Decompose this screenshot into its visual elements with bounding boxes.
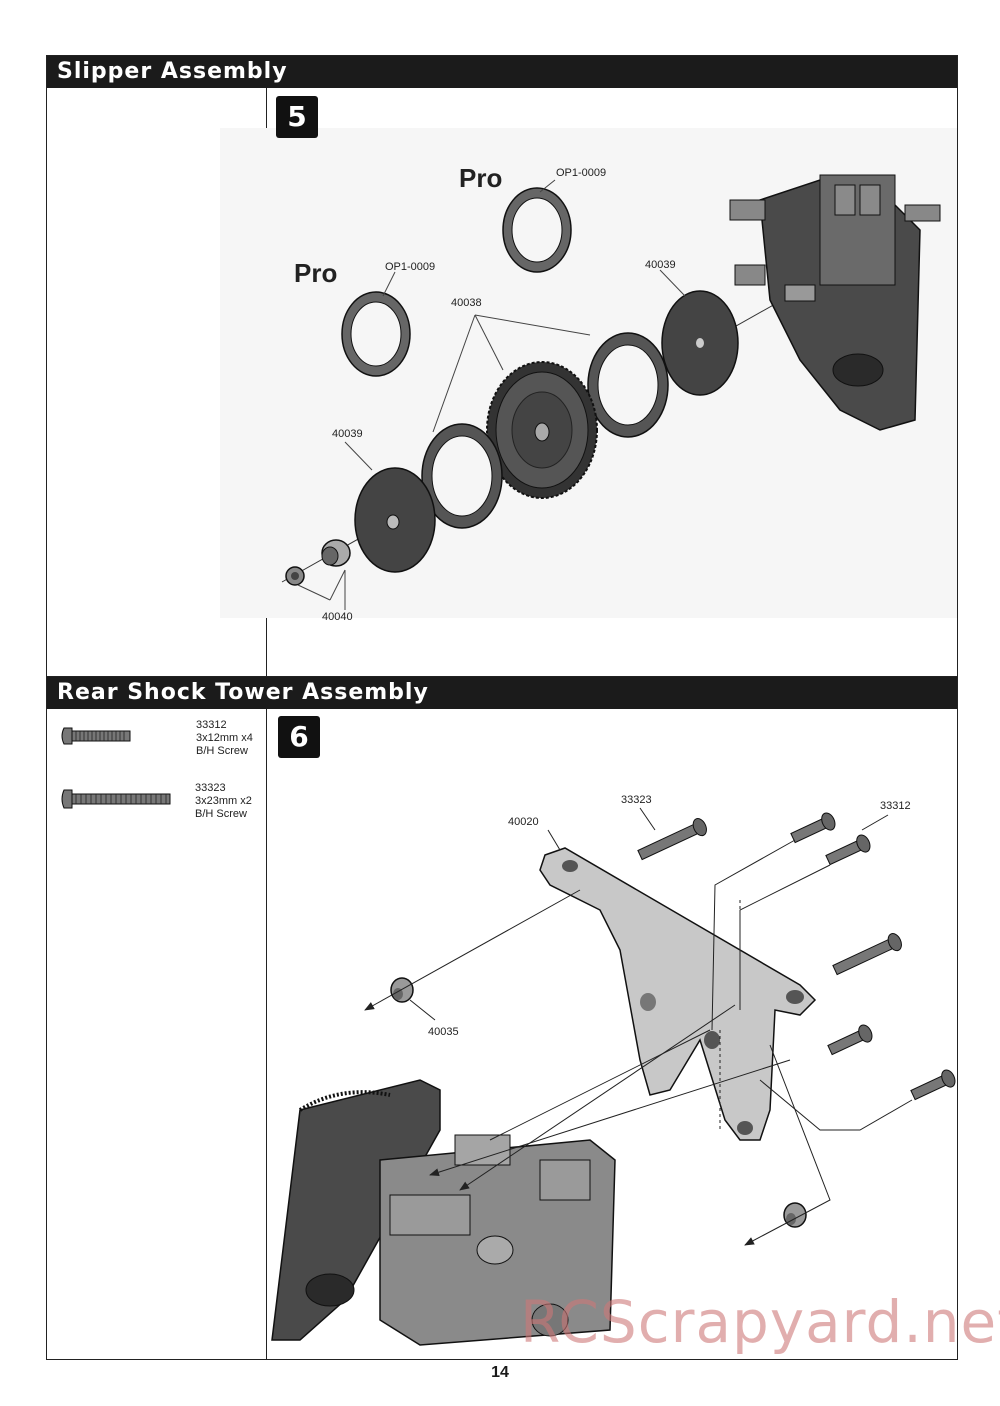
screw-33312-b (825, 834, 871, 866)
part-label: 40040 (322, 611, 353, 623)
pro-option-plate-left (341, 291, 411, 377)
slipper-assembly-panel: Slipper Assembly (46, 55, 958, 677)
part-code: 33323 (195, 782, 226, 794)
section-title: Rear Shock Tower Assembly (47, 677, 957, 709)
screw-23mm-icon (61, 789, 171, 809)
page-number: 14 (491, 1364, 509, 1381)
pro-option-plate-top (502, 187, 572, 273)
screw-33312-a (790, 812, 836, 844)
part-label: OP1-0009 (556, 167, 607, 179)
screw-33312-d (910, 1069, 956, 1101)
step-number-badge: 5 (276, 96, 318, 138)
part-type: B/H Screw (196, 745, 248, 757)
part-label: OP1-0009 (385, 261, 436, 273)
part-type: B/H Screw (195, 808, 247, 820)
screw-33323-mid (832, 933, 902, 976)
slipper-plate-40038-right (587, 332, 669, 438)
part-label: 33323 (621, 794, 652, 806)
part-code: 33312 (196, 719, 227, 731)
part-size: 3x23mm x2 (195, 795, 252, 807)
rear-shock-tower (539, 847, 817, 1141)
slipper-plate-40038-left (421, 423, 503, 529)
step-number-badge: 6 (278, 716, 320, 758)
part-label: 40038 (451, 297, 482, 309)
watermark: RCScrapyard.net (520, 1288, 1000, 1356)
parts-list-item: 33312 3x12mm x4 B/H Screw (196, 719, 253, 758)
part-label: 40035 (428, 1026, 459, 1038)
pro-label: Pro (459, 163, 503, 193)
parts-list-item: 33323 3x23mm x2 B/H Screw (195, 782, 252, 821)
gearbox-with-motor-plate (271, 1079, 616, 1346)
gearbox-housing (729, 174, 941, 431)
part-label: 40020 (508, 816, 539, 828)
part-size: 3x12mm x4 (196, 732, 253, 744)
leader-lines-step6 (364, 807, 913, 1246)
ball-stud-40035-left (390, 977, 414, 1003)
screw-33312-c (827, 1024, 873, 1056)
pro-label: Pro (294, 258, 338, 288)
column-divider (266, 709, 267, 1359)
section-title: Slipper Assembly (47, 56, 957, 88)
screw-12mm-icon (61, 727, 131, 745)
part-label: 40039 (645, 259, 676, 271)
screw-33323-top (637, 818, 707, 861)
spur-gear (486, 361, 598, 499)
part-label: 33312 (880, 800, 911, 812)
part-label: 40039 (332, 428, 363, 440)
leader-lines-step5 (297, 179, 686, 610)
rear-shock-tower-panel: Rear Shock Tower Assembly (46, 676, 958, 1360)
spacer-and-nut-40040 (285, 539, 351, 586)
